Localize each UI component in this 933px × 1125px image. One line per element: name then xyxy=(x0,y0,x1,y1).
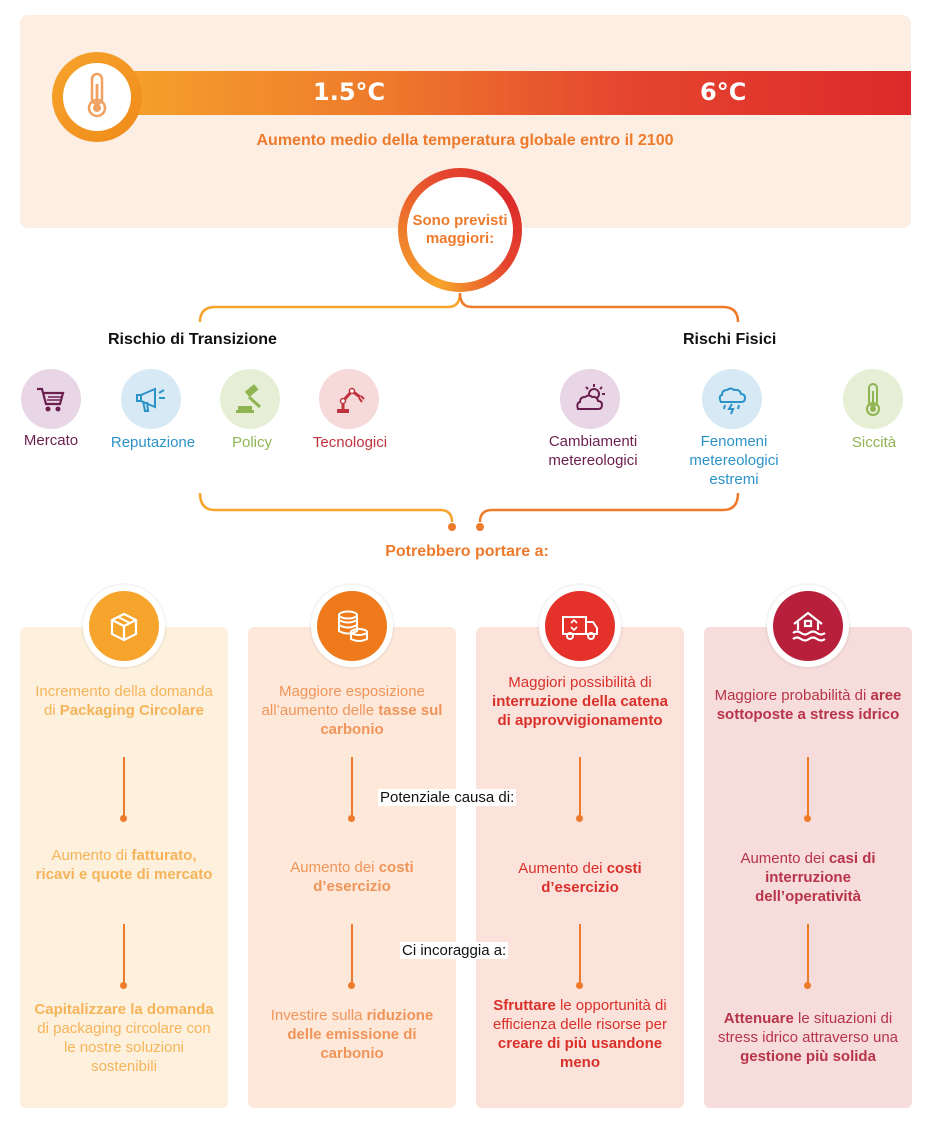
temperature-bar xyxy=(100,71,911,115)
transition-risk-title: Rischio di Transizione xyxy=(108,331,277,348)
connector-dot xyxy=(576,982,583,989)
connector-dot xyxy=(348,815,355,822)
sun-cloud-icon xyxy=(560,369,620,429)
risk-label-mercato: Mercato xyxy=(23,432,79,449)
risk-label-cambiamenti: Cambiamenti metereologici xyxy=(548,433,638,469)
forecast-circle: Sono previsti maggiori: xyxy=(398,168,522,292)
connector-dot xyxy=(576,815,583,822)
column-3-consequence: Aumento dei costi d’esercizio xyxy=(518,860,642,896)
column-3-badge xyxy=(539,585,621,667)
thermometer-icon xyxy=(843,369,903,429)
impact-column-4 xyxy=(704,627,912,1108)
shopping-cart-icon xyxy=(21,369,81,429)
storm-cloud-icon xyxy=(702,369,762,429)
column-2-effect: Maggiore esposizione all’aumento delle t… xyxy=(261,683,443,738)
column-4-consequence: Aumento dei casi di interruzione dell’op… xyxy=(740,850,876,905)
column-4-badge xyxy=(767,585,849,667)
gavel-icon xyxy=(220,369,280,429)
connector-line xyxy=(123,924,125,984)
connector-line xyxy=(579,757,581,817)
connector-dot xyxy=(804,982,811,989)
risk-label-siccita: Siccità xyxy=(851,434,897,451)
column-4-action: Attenuare le situazioni di stress idrico… xyxy=(717,1010,899,1065)
column-3-effect: Maggiori possibilità di interruzione del… xyxy=(492,674,668,729)
recycling-truck-icon xyxy=(545,591,615,661)
column-2-action: Investire sulla riduzione delle emission… xyxy=(270,1007,434,1062)
coins-icon xyxy=(317,591,387,661)
physical-risk-title: Rischi Fisici xyxy=(683,331,777,348)
column-1-effect: Incremento della domanda di Packaging Ci… xyxy=(35,683,213,719)
encourages-caption: Ci incoraggia a: xyxy=(400,942,509,959)
column-1-consequence: Aumento di fatturato, ricavi e quote di … xyxy=(35,847,213,883)
megaphone-icon xyxy=(121,369,181,429)
impact-column-1 xyxy=(20,627,228,1108)
connector-dot xyxy=(120,815,127,822)
temp-high-label: 6°C xyxy=(700,78,747,106)
column-2-consequence: Aumento dei costi d’esercizio xyxy=(290,859,414,895)
forecast-circle-text: Sono previsti maggiori: xyxy=(412,212,508,247)
column-3-action: Sfruttare le opportunità di efficienza d… xyxy=(493,997,667,1071)
column-1-badge xyxy=(83,585,165,667)
impact-column-2 xyxy=(248,627,456,1108)
connector-line xyxy=(123,757,125,817)
column-2-badge xyxy=(311,585,393,667)
temp-low-label: 1.5°C xyxy=(313,78,386,106)
thermometer-badge xyxy=(52,52,142,142)
thermometer-icon xyxy=(80,70,114,125)
connector-line xyxy=(579,924,581,984)
potential-cause-caption: Potenziale causa di: xyxy=(378,789,517,806)
connector-line xyxy=(351,924,353,984)
temperature-caption: Aumento medio della temperatura globale … xyxy=(256,132,674,149)
connector-dot xyxy=(120,982,127,989)
flooded-house-icon xyxy=(773,591,843,661)
risk-label-reputazione: Reputazione xyxy=(110,434,196,451)
risk-label-tecnologici: Tecnologici xyxy=(312,434,388,451)
impact-column-3 xyxy=(476,627,684,1108)
could-lead-to-heading: Potrebbero portare a: xyxy=(385,543,549,560)
column-1-action: Capitalizzare la domanda di packaging ci… xyxy=(34,1001,214,1075)
connector-dot xyxy=(804,815,811,822)
risk-label-fenomeni: Fenomeni metereologici estremi xyxy=(689,433,779,488)
robot-arm-icon xyxy=(319,369,379,429)
column-4-effect: Maggiore probabilità di aree sottoposte … xyxy=(714,687,902,723)
connector-line xyxy=(807,757,809,817)
box-icon xyxy=(89,591,159,661)
connector-dot xyxy=(348,982,355,989)
connector-line xyxy=(807,924,809,984)
risk-label-policy: Policy xyxy=(231,434,272,451)
connector-line xyxy=(351,757,353,817)
